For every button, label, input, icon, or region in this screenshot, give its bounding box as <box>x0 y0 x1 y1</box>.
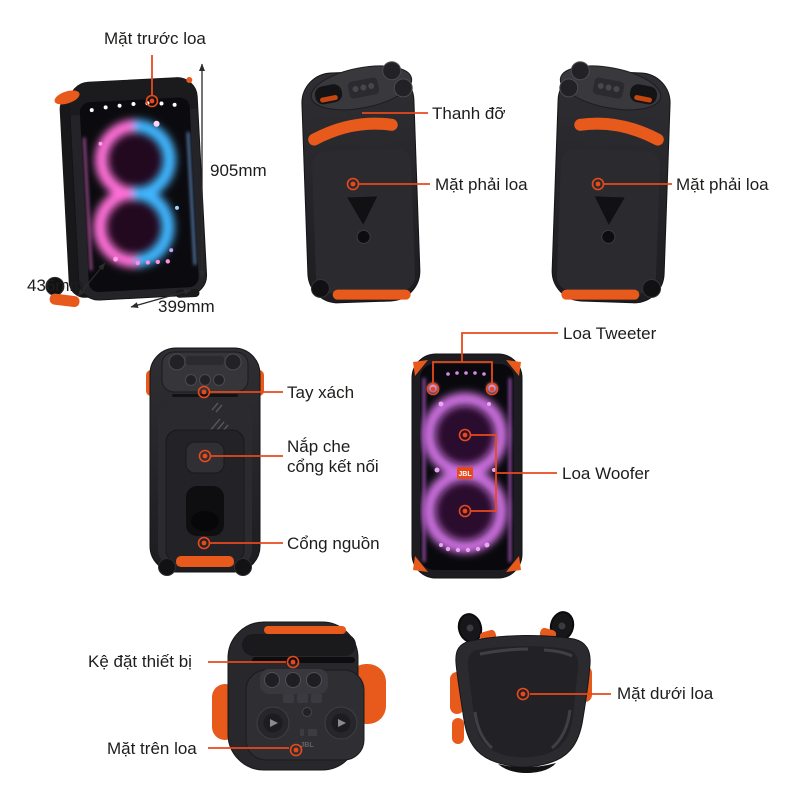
dimension-depth: 436mm <box>27 276 84 295</box>
label-power-port: Cổng nguồn <box>287 534 380 553</box>
callout-marker <box>485 382 499 396</box>
wheel <box>234 558 252 576</box>
label-port-cover-line1: Nắp che <box>287 437 351 456</box>
callout-marker <box>197 536 211 550</box>
jbl-logo: JBL <box>457 467 473 479</box>
front-three-quarter-view-illustration <box>45 77 208 308</box>
label-woofer: Loa Woofer <box>562 464 650 483</box>
left-side-view-illustration <box>550 58 672 304</box>
jbl-logo: JBL <box>300 742 314 749</box>
label-carry-handle: Tay xách <box>287 383 355 402</box>
callout-marker <box>426 382 440 396</box>
callout-marker <box>198 449 212 463</box>
label-front-face: Mặt trước loa <box>104 29 206 48</box>
front-foot <box>49 293 80 308</box>
dimension-width: 399mm <box>158 297 215 316</box>
callout-marker <box>289 743 303 757</box>
callout-marker <box>286 655 300 669</box>
top-orange-bar <box>264 626 346 634</box>
label-bottom-face: Mặt dưới loa <box>617 684 714 703</box>
label-right-face-2: Mặt phải loa <box>676 175 769 194</box>
wheel <box>457 613 483 643</box>
dimension-arrows <box>77 63 205 308</box>
rear-view-illustration <box>146 347 264 576</box>
callout-lines <box>151 55 672 749</box>
bottom-panel <box>467 646 579 758</box>
dimension-height: 905mm <box>210 161 267 180</box>
label-right-face-1: Mặt phải loa <box>435 175 528 194</box>
wheel <box>158 558 176 576</box>
rear-top-panel <box>161 351 249 393</box>
callout-marker <box>516 687 530 701</box>
callout-marker <box>458 428 472 442</box>
label-tweeter: Loa Tweeter <box>563 324 657 343</box>
light-rings <box>93 119 176 268</box>
top-view-illustration: JBL <box>212 621 386 771</box>
callout-markers <box>145 94 605 757</box>
callout-marker <box>346 177 360 191</box>
label-top-face: Mặt trên loa <box>107 739 197 758</box>
top-led-row <box>89 101 177 113</box>
rear-foot-strip <box>176 556 234 567</box>
callout-marker <box>591 177 605 191</box>
callout-marker <box>197 385 211 399</box>
front-view-illustration: JBL <box>411 353 523 579</box>
right-side-view-illustration <box>301 58 423 304</box>
handle-orange <box>54 90 80 105</box>
bottom-led-row <box>135 259 170 266</box>
svg-text:JBL: JBL <box>458 471 472 478</box>
label-device-shelf: Kệ đặt thiết bị <box>88 652 192 671</box>
label-port-cover: Nắp che cổng kết nối <box>287 437 379 477</box>
callout-marker <box>145 94 159 108</box>
label-port-cover-line2: cổng kết nối <box>287 457 379 477</box>
callout-marker <box>458 504 472 518</box>
label-support-bar: Thanh đỡ <box>432 104 506 123</box>
bottom-view-illustration <box>450 611 592 773</box>
